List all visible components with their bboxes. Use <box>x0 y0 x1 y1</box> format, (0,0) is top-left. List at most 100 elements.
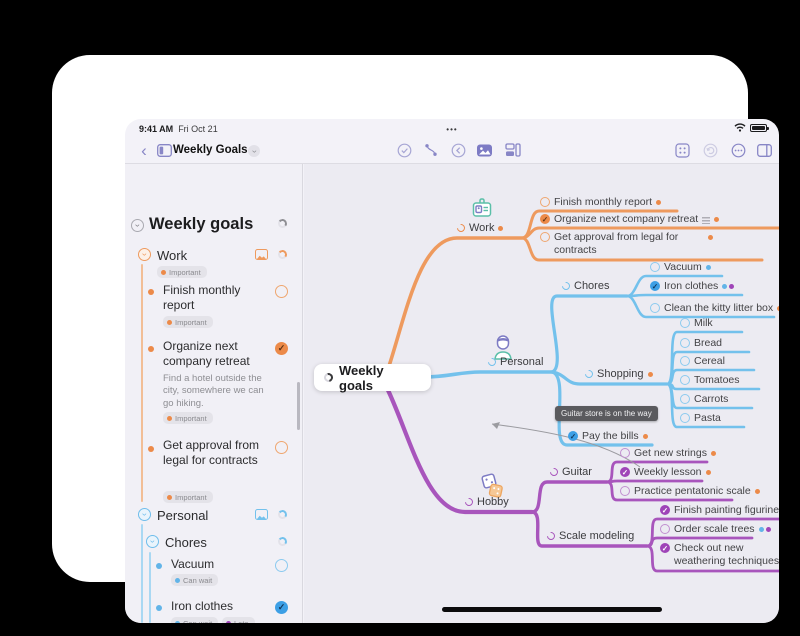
outline-item-work[interactable]: Work <box>157 248 188 263</box>
todo-circle[interactable] <box>660 524 670 534</box>
map-node-work[interactable]: Work <box>455 222 504 236</box>
map-node-weathering[interactable]: ✓ Check out new weathering techniques <box>660 542 779 568</box>
root-node[interactable]: Weekly goals <box>314 363 431 393</box>
outline-root-title[interactable]: Weekly goals <box>149 215 254 233</box>
todo-circle-checked[interactable]: ✓ <box>275 342 288 355</box>
image-attachment-icon <box>255 249 268 260</box>
note-icon <box>702 217 711 224</box>
task-check-icon[interactable] <box>395 141 413 159</box>
progress-icon <box>560 280 572 292</box>
todo-circle-checked[interactable]: ✓ <box>660 543 670 553</box>
map-node-cereal[interactable]: Cereal <box>680 355 725 368</box>
progress-icon <box>486 356 498 368</box>
map-node-shopping[interactable]: Shopping <box>583 368 653 382</box>
title-chevron-icon[interactable]: › <box>248 145 260 157</box>
map-node-personal[interactable]: Personal <box>486 356 543 370</box>
important-dot <box>656 200 662 205</box>
todo-circle-checked[interactable]: ✓ <box>650 281 660 291</box>
todo-circle[interactable] <box>650 262 660 272</box>
map-node-finish-report[interactable]: Finish monthly report <box>540 196 662 209</box>
todo-circle[interactable] <box>620 448 630 458</box>
map-node-finish-figurine[interactable]: ✓ Finish painting figurine <box>660 504 779 517</box>
map-node-clean-kitty[interactable]: Clean the kitty litter box <box>650 302 779 315</box>
important-dot <box>777 306 779 311</box>
mindmap-canvas[interactable]: Weekly goals Work Finish monthly report … <box>304 164 779 623</box>
image-attachment-icon <box>255 509 268 520</box>
map-node-tomatoes[interactable]: Tomatoes <box>680 374 740 387</box>
map-node-milk[interactable]: Milk <box>680 317 713 330</box>
focus-mode-icon[interactable] <box>673 141 691 159</box>
todo-circle[interactable] <box>680 338 690 348</box>
todo-circle[interactable] <box>680 413 690 423</box>
outline-item-chores[interactable]: Chores <box>165 535 207 550</box>
sidebar-toggle-button[interactable] <box>155 141 173 159</box>
map-node-weekly-lesson[interactable]: ✓ Weekly lesson <box>620 466 711 479</box>
collapse-root-icon[interactable]: › <box>131 219 144 232</box>
outline-item-legal[interactable]: Get approval from legal for contracts <box>163 438 260 467</box>
sidebar-scrollbar[interactable] <box>297 382 300 430</box>
todo-circle-checked[interactable]: ✓ <box>568 431 578 441</box>
inspector-panel-icon[interactable] <box>755 141 773 159</box>
more-options-icon[interactable] <box>729 141 747 159</box>
important-dot <box>647 372 653 377</box>
important-dot <box>714 217 720 222</box>
map-node-order-trees[interactable]: Order scale trees <box>660 523 771 536</box>
todo-circle[interactable] <box>540 232 550 242</box>
todo-circle[interactable] <box>680 375 690 385</box>
todo-circle[interactable] <box>680 356 690 366</box>
document-title[interactable]: Weekly Goals <box>173 144 248 156</box>
todo-circle-checked[interactable]: ✓ <box>660 505 670 515</box>
map-node-practice-scale[interactable]: Practice pentatonic scale <box>620 485 760 498</box>
todo-circle[interactable] <box>620 486 630 496</box>
outline-item-finish-report[interactable]: Finish monthly report <box>163 283 241 312</box>
map-node-pay-bills[interactable]: ✓ Pay the bills <box>568 430 648 443</box>
progress-icon <box>463 496 475 508</box>
todo-circle-checked[interactable]: ✓ <box>540 214 550 224</box>
outline-item-retreat[interactable]: Organize next company retreat <box>163 339 250 368</box>
toolbar: ‹ Weekly Goals › <box>125 137 779 164</box>
outline-item-personal[interactable]: Personal <box>157 508 209 523</box>
map-node-vacuum[interactable]: Vacuum <box>650 261 711 274</box>
map-node-get-new-strings[interactable]: Get new strings <box>620 447 716 460</box>
layout-icon[interactable] <box>504 141 522 159</box>
outline-item-vacuum[interactable]: Vacuum <box>171 557 215 571</box>
todo-circle[interactable] <box>650 303 660 313</box>
map-node-chores[interactable]: Chores <box>560 280 609 294</box>
map-node-iron-clothes[interactable]: ✓ Iron clothes <box>650 280 735 293</box>
can-wait-dot <box>722 284 728 289</box>
fold-node-icon[interactable] <box>449 141 467 159</box>
outline-item-iron-clothes[interactable]: Iron clothes <box>171 599 234 613</box>
back-button[interactable]: ‹ <box>141 140 147 160</box>
important-dot <box>642 434 648 439</box>
personal-person-sticker <box>490 334 516 366</box>
late-dot <box>765 527 771 532</box>
todo-circle[interactable] <box>275 441 288 454</box>
todo-circle[interactable] <box>680 318 690 328</box>
hobby-dice-sticker <box>479 472 507 505</box>
map-node-scale-modeling[interactable]: Scale modeling <box>545 530 634 544</box>
map-node-legal[interactable]: Get approval from legal for contracts <box>540 231 725 257</box>
map-node-retreat[interactable]: ✓ Organize next company retreat <box>540 213 720 226</box>
collapse-chores-icon[interactable]: › <box>146 535 159 548</box>
todo-circle-checked[interactable]: ✓ <box>620 467 630 477</box>
image-picker-icon[interactable] <box>475 141 493 159</box>
map-node-hobby[interactable]: Hobby <box>463 496 509 510</box>
todo-circle[interactable] <box>275 559 288 572</box>
todo-circle[interactable] <box>275 285 288 298</box>
collapse-personal-icon[interactable]: › <box>138 508 151 521</box>
progress-icon <box>548 466 560 478</box>
node-connection-icon[interactable] <box>422 141 440 159</box>
map-node-carrots[interactable]: Carrots <box>680 393 728 406</box>
map-node-pasta[interactable]: Pasta <box>680 412 721 425</box>
map-node-bread[interactable]: Bread <box>680 337 722 350</box>
todo-circle[interactable] <box>680 394 690 404</box>
collapse-work-icon[interactable]: › <box>138 248 151 261</box>
root-progress-icon <box>277 218 288 229</box>
home-indicator[interactable] <box>442 607 662 612</box>
todo-circle[interactable] <box>540 197 550 207</box>
todo-circle-checked[interactable]: ✓ <box>275 601 288 614</box>
map-node-guitar[interactable]: Guitar <box>548 466 592 480</box>
redo-icon[interactable] <box>701 141 719 159</box>
